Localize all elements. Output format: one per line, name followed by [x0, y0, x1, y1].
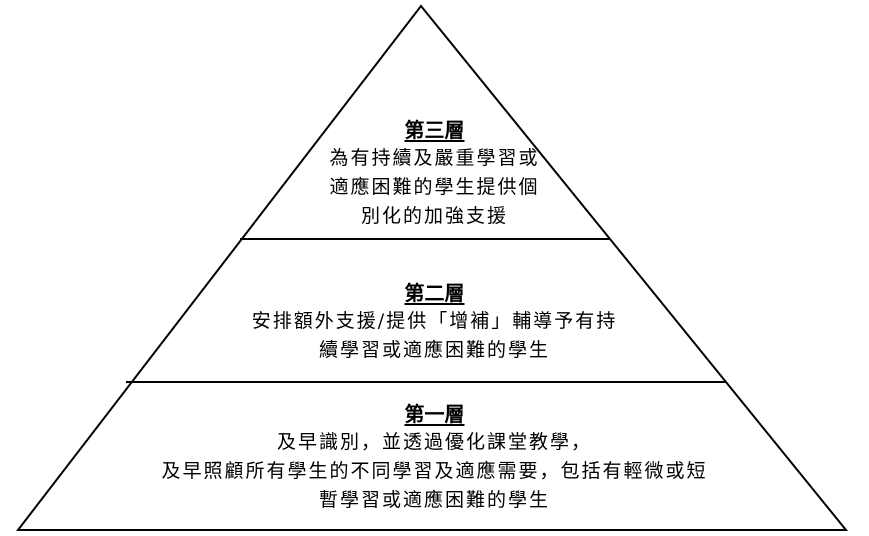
tier-three-line-2: 適應困難的學生提供個	[329, 176, 540, 198]
tier-two-line-1: 安排額外支援/提供「增補」輔導予有持	[251, 310, 618, 332]
tier-three-line-3: 別化的加強支援	[360, 205, 508, 227]
pyramid-outline	[15, 4, 849, 531]
tier-one-line-1: 及早識別，並透過優化課堂教學，	[276, 431, 592, 453]
tier-one-line-2: 及早照顧所有學生的不同學習及適應需要，包括有輕微或短	[161, 460, 708, 482]
tier-one-line-3: 暫學習或適應困難的學生	[318, 489, 550, 511]
tier-two-line-2: 續學習或適應困難的學生	[318, 339, 550, 361]
tier-three: 第三層 為有持續及嚴重學習或 適應困難的學生提供個 別化的加強支援	[0, 116, 869, 231]
tier-one-title: 第一層	[404, 402, 465, 426]
tier-three-title: 第三層	[404, 118, 465, 142]
tier-three-line-1: 為有持續及嚴重學習或	[329, 147, 540, 169]
tier-two-title: 第二層	[404, 281, 465, 305]
tier-one: 第一層 及早識別，並透過優化課堂教學， 及早照顧所有學生的不同學習及適應需要，包…	[0, 400, 869, 515]
tier-two: 第二層 安排額外支援/提供「增補」輔導予有持 續學習或適應困難的學生	[0, 279, 869, 365]
